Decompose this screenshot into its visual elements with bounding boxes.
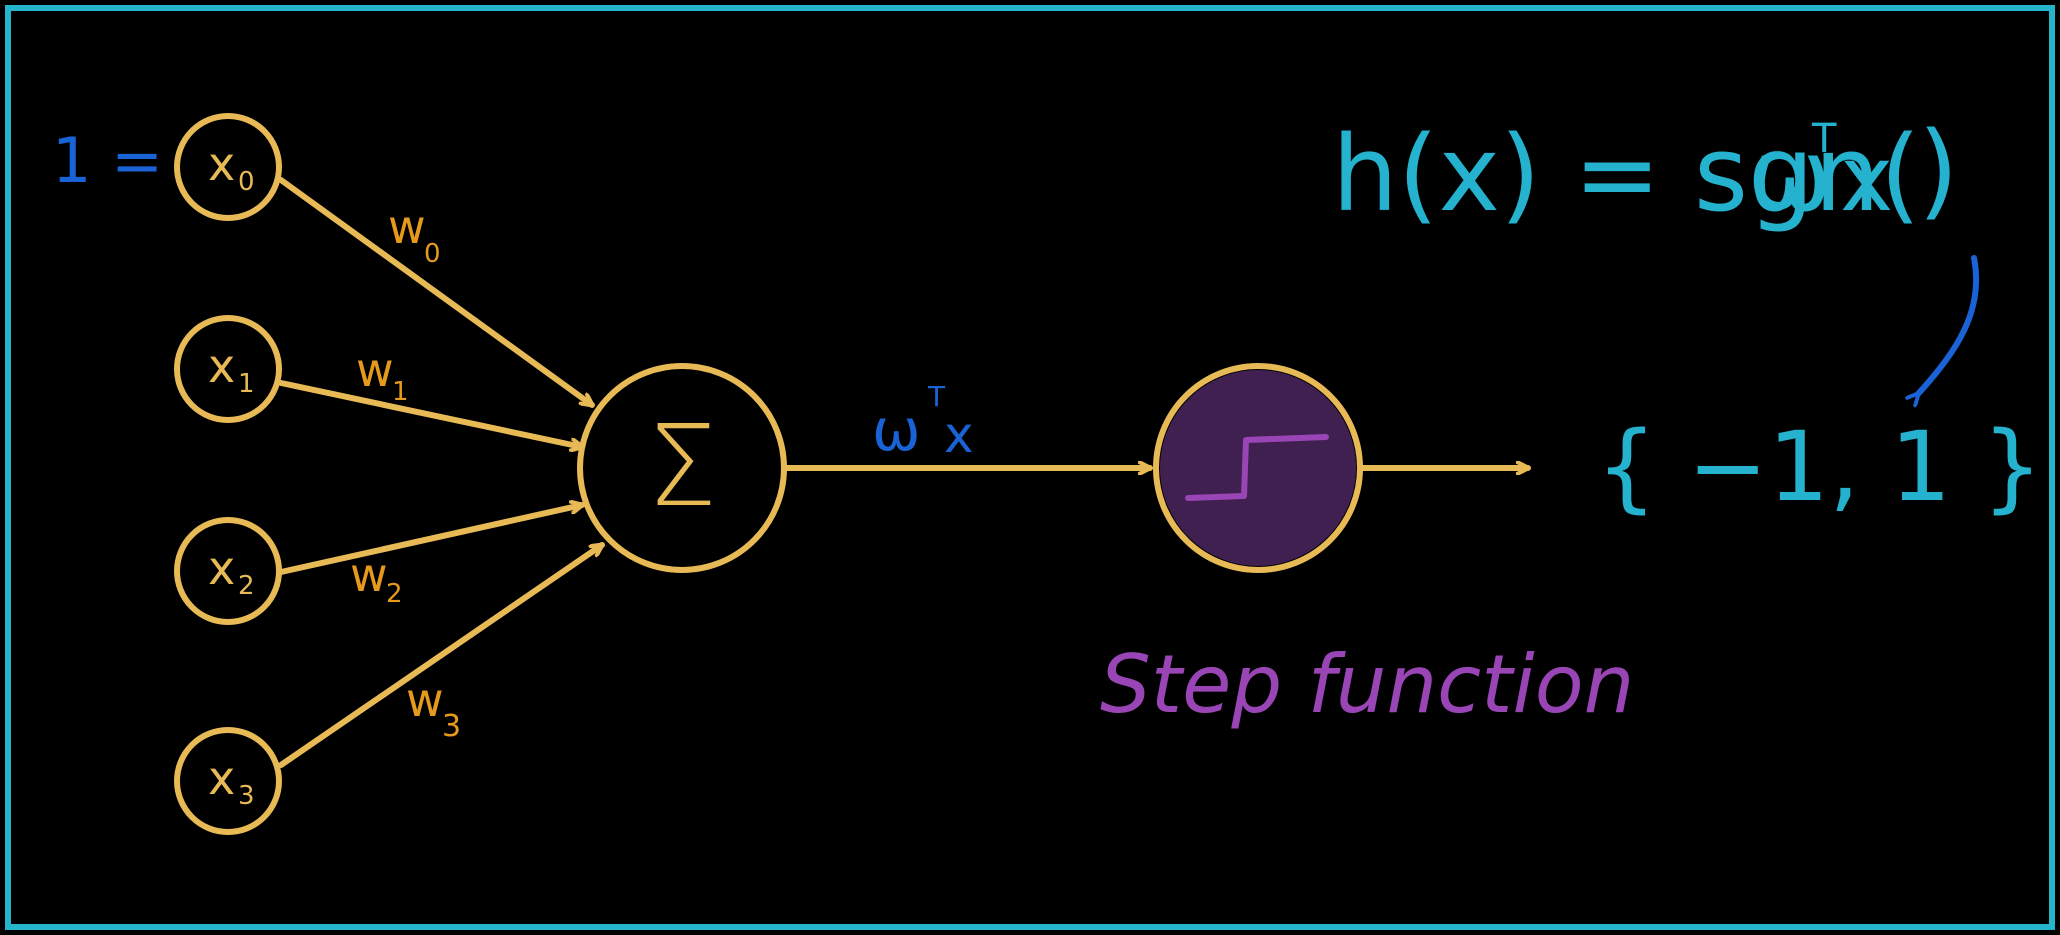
weight-label: w 2 [350, 548, 403, 609]
formula-omega: ω [1748, 117, 1832, 234]
net-input-label: ω T x [872, 380, 974, 464]
edge-w1 [278, 380, 585, 447]
output-set: { −1, 1 } [1596, 411, 2043, 523]
input-label: x [208, 137, 235, 191]
input-subscript: 0 [238, 167, 255, 197]
weight-name: w [356, 343, 394, 397]
input-subscript: 3 [238, 781, 255, 811]
input-label: x [208, 541, 235, 595]
weight-subscript: 0 [424, 239, 441, 269]
omega-symbol: ω [872, 396, 921, 464]
formula: h(x) = sgn( ω T x ) [1332, 109, 1959, 235]
sigma-symbol: Σ [647, 402, 718, 532]
input-label: x [208, 339, 235, 393]
formula-left: h(x) = sgn( [1332, 113, 1921, 235]
edge-w3 [278, 542, 605, 768]
input-subscript: 1 [238, 369, 255, 399]
frame [5, 5, 2055, 930]
curved-arrow [1918, 255, 1980, 394]
weight-label: w 1 [356, 343, 409, 407]
summation-node: Σ [577, 363, 787, 573]
weight-subscript: 1 [392, 377, 409, 407]
activation-label: Step function [1100, 638, 1634, 731]
formula-transpose: T [1811, 116, 1837, 162]
weight-name: w [406, 673, 444, 727]
edge-w0 [278, 177, 595, 408]
weight-name: w [350, 548, 388, 602]
input-label: x [208, 751, 235, 805]
weight-name: w [388, 200, 426, 254]
step-icon [1185, 434, 1329, 501]
edge-w2 [278, 505, 585, 575]
input-node: x 2 [174, 517, 282, 625]
activation-node [1153, 363, 1363, 573]
weight-label: w 0 [388, 200, 441, 269]
input-node: x 3 [174, 727, 282, 835]
transpose-symbol: T [927, 380, 946, 413]
formula-right: ) [1918, 109, 1959, 231]
weight-subscript: 3 [442, 709, 461, 744]
input-node: x 0 [174, 113, 282, 221]
x-symbol: x [944, 406, 974, 464]
bias-label: 1 = [52, 124, 163, 197]
input-node: x 1 [174, 315, 282, 423]
weight-subscript: 2 [386, 579, 403, 609]
formula-x: x [1840, 127, 1893, 232]
weight-label: w 3 [406, 673, 461, 744]
input-subscript: 2 [238, 571, 255, 601]
